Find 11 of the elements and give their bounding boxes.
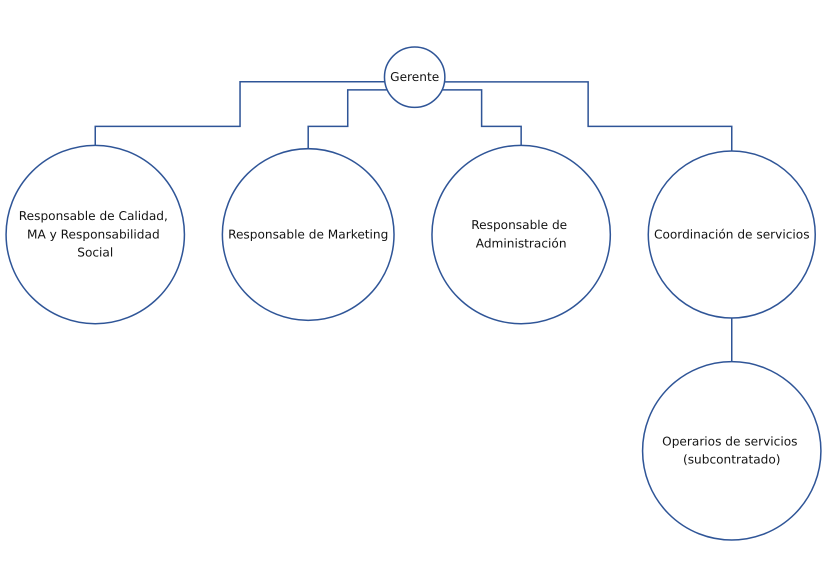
- connector: [731, 317, 732, 362]
- node-circle: Responsable de Administración: [431, 144, 612, 324]
- node-circle: Coordinación de servicios: [648, 150, 816, 319]
- node-circle: Operarios de servicios (subcontratado): [642, 360, 822, 541]
- connector: [94, 81, 385, 146]
- node-circle: Responsable de Marketing: [222, 148, 395, 322]
- node-circle: Gerente: [384, 46, 446, 108]
- connector: [444, 81, 732, 152]
- node-circle: Responsable de Calidad, MA y Responsabilidad Social: [5, 144, 186, 324]
- connector: [307, 89, 388, 150]
- connector: [442, 89, 522, 146]
